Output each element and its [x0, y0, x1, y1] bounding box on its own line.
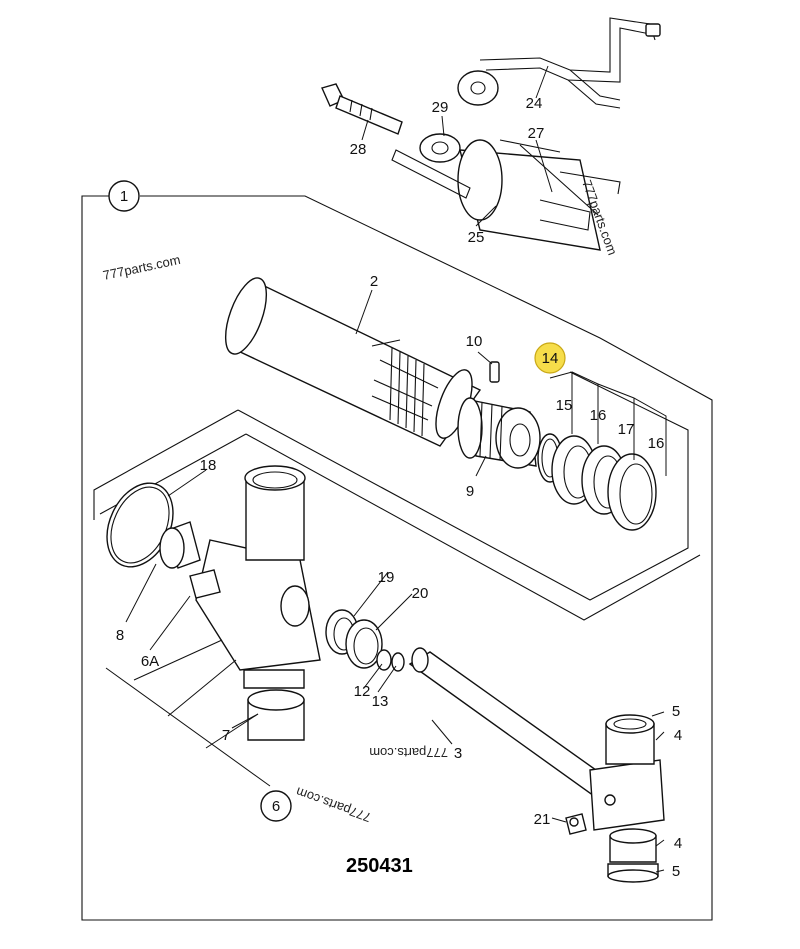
callout-25: 25	[468, 229, 485, 246]
bushing-7	[247, 689, 305, 741]
callout-15: 15	[556, 397, 573, 414]
callout-12: 12	[354, 683, 371, 700]
watermark-center-upside-down: 777parts.com	[369, 745, 448, 760]
callout-20: 20	[412, 585, 429, 602]
callout-9: 9	[466, 483, 474, 500]
assembly-frame-1	[81, 195, 713, 921]
piston-rod-3	[408, 647, 612, 797]
callout-10: 10	[466, 333, 483, 350]
cylinder-barrel-25	[391, 133, 621, 251]
callout-19: 19	[378, 569, 395, 586]
bushing-4-lower	[609, 828, 657, 863]
callout-1: 1	[120, 188, 128, 205]
callout-21: 21	[534, 811, 551, 828]
washer-12	[376, 649, 392, 671]
drawing-number: 250431	[346, 855, 413, 877]
callout-4-lower: 4	[674, 835, 682, 852]
callout-5-upper: 5	[672, 703, 680, 720]
seal-ring-16b	[607, 453, 657, 531]
seal-20	[345, 619, 383, 669]
nut-13	[391, 652, 405, 672]
callout-27: 27	[528, 125, 545, 142]
callout-28: 28	[350, 141, 367, 158]
callout-5-lower: 5	[672, 863, 680, 880]
callout-16-upper: 16	[590, 407, 607, 424]
callout-7: 7	[222, 727, 230, 744]
watermark-bottom-upside-down: 777parts.com	[294, 784, 373, 825]
callout-13: 13	[372, 693, 389, 710]
callout-1-circle: 1	[108, 180, 140, 212]
piston-head-9	[457, 397, 541, 469]
callout-16-lower: 16	[648, 435, 665, 452]
callout-4-upper: 4	[674, 727, 682, 744]
callout-17: 17	[618, 421, 635, 438]
callout-2: 2	[370, 273, 378, 290]
grease-nipple-21	[565, 813, 587, 835]
cylinder-tube-2	[224, 277, 482, 447]
callout-18: 18	[200, 457, 217, 474]
hose-assembly-24	[479, 17, 661, 109]
callout-6a: 6A	[141, 653, 159, 670]
callout-3: 3	[454, 745, 462, 762]
callout-24: 24	[526, 95, 543, 112]
callout-29: 29	[432, 99, 449, 116]
callout-14: 14	[542, 350, 559, 367]
bushing-8	[159, 521, 201, 569]
rod-eye	[589, 714, 665, 831]
callout-8: 8	[116, 627, 124, 644]
bolt-28	[321, 83, 403, 135]
leader-lines	[105, 65, 667, 873]
callout-14-highlight: 14	[534, 342, 566, 374]
bushing-part	[457, 70, 499, 106]
callout-6-circle: 6	[260, 790, 292, 822]
watermark-left: 777parts.com	[102, 252, 182, 283]
eye-housing-6a	[189, 465, 321, 689]
pin-10	[489, 361, 500, 383]
seal-5-lower	[607, 863, 659, 883]
callout-6: 6	[272, 798, 280, 815]
